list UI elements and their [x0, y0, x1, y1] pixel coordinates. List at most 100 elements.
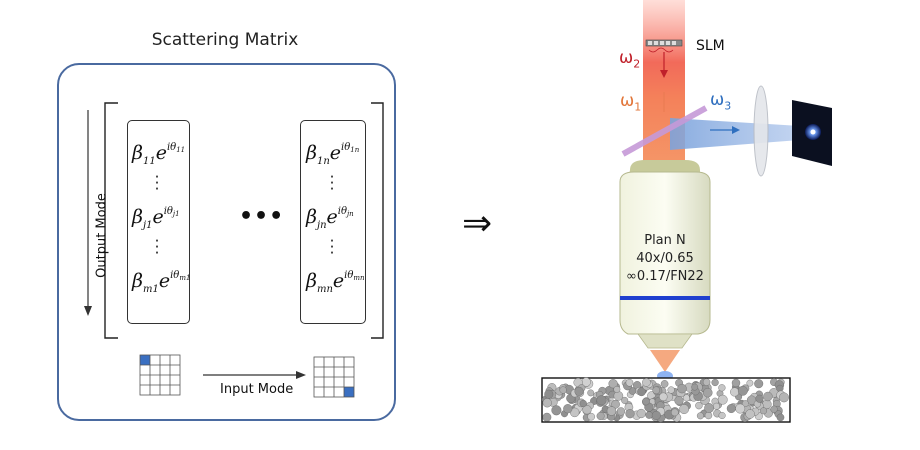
particle	[637, 387, 646, 397]
matrix-entry-jn: βjneiθjn	[306, 206, 354, 231]
particle	[596, 412, 605, 421]
objective-magnification: 40x/0.65	[636, 251, 694, 266]
particle	[746, 379, 754, 387]
particle	[636, 408, 646, 419]
matrix-graphics	[84, 102, 384, 398]
omega-3-subscript: 3	[724, 99, 732, 113]
vertical-ellipsis: ···	[154, 168, 160, 198]
objective-spec: ∞0.17/FN22	[626, 269, 704, 284]
particle	[702, 378, 711, 386]
particle	[611, 399, 620, 409]
particle	[776, 413, 785, 422]
omega-3-label: ω3	[710, 90, 731, 112]
input-grid-first	[139, 354, 181, 396]
input-mode-label: Input Mode	[220, 382, 294, 397]
focus-cone	[650, 350, 680, 372]
matrix-entry-mn: βmneiθmn	[306, 270, 365, 295]
input-axis-arrowhead	[296, 371, 306, 379]
particle	[741, 400, 749, 407]
particle	[677, 383, 687, 394]
particle	[703, 388, 713, 398]
particle	[563, 404, 573, 414]
omega-2-subscript: 2	[633, 57, 641, 71]
sample-particles	[541, 377, 789, 423]
particle	[770, 405, 778, 413]
particle	[645, 411, 653, 419]
particle	[691, 383, 699, 391]
particle	[745, 409, 755, 419]
tube-lens	[753, 85, 769, 177]
particle	[731, 378, 741, 388]
particle	[737, 385, 748, 396]
optical-setup	[541, 0, 832, 423]
matrix-entry-1n: β1neiθ1n	[306, 142, 360, 167]
particle	[704, 403, 715, 413]
matrix-entry-j1: βj1eiθj1	[132, 206, 180, 231]
particle	[621, 396, 629, 404]
matrix-column-last	[300, 120, 366, 324]
particle	[608, 379, 618, 389]
output-axis-arrowhead	[84, 306, 92, 316]
matrix-column-first	[127, 120, 190, 324]
omega-1-label: ω1	[620, 91, 641, 113]
objective-name: Plan N	[644, 233, 686, 248]
omega-2-label: ω2	[619, 48, 640, 70]
particle	[718, 384, 726, 392]
particle	[628, 387, 637, 395]
particle	[625, 409, 635, 419]
particle	[606, 406, 617, 416]
particle	[718, 412, 726, 420]
grid-highlight-cell	[140, 355, 150, 365]
particle	[674, 396, 684, 406]
particle	[582, 405, 592, 415]
matrix-entry-11: β11eiθ11	[132, 142, 186, 167]
particle	[625, 378, 634, 387]
slm-pixels	[648, 41, 676, 45]
particle	[712, 402, 720, 410]
particle	[696, 412, 704, 420]
particle	[542, 398, 552, 408]
objective-label: Plan N 40x/0.65 ∞0.17/FN22	[620, 232, 710, 286]
particle	[659, 392, 668, 401]
particle	[579, 399, 587, 408]
particle	[754, 379, 764, 389]
particle	[759, 407, 767, 415]
particle	[763, 391, 773, 402]
panel-title: Scattering Matrix	[151, 30, 299, 50]
implies-arrow: ⇒	[462, 203, 493, 244]
particle	[542, 412, 552, 422]
particle	[730, 387, 740, 397]
particle	[717, 394, 728, 405]
particle	[704, 411, 713, 420]
omega-1-subscript: 1	[634, 100, 642, 114]
emission-beam	[670, 118, 800, 150]
omega-3-symbol: ω	[710, 90, 725, 110]
omega-1-symbol: ω	[620, 91, 635, 111]
particle	[735, 403, 746, 414]
particle	[574, 386, 584, 396]
output-mode-label: Output Mode	[94, 193, 110, 278]
particle	[695, 401, 703, 410]
particle	[711, 378, 719, 387]
slm-label: SLM	[696, 38, 725, 54]
particle	[779, 392, 789, 403]
particle	[679, 404, 690, 414]
particle	[616, 407, 626, 416]
input-grid-last	[313, 356, 355, 398]
particle	[642, 397, 650, 406]
particle	[587, 389, 595, 397]
particle	[551, 405, 562, 416]
particle	[667, 386, 675, 394]
dichroic-mirror	[621, 105, 708, 157]
particle	[559, 386, 567, 394]
vertical-ellipsis: ···	[154, 232, 160, 262]
matrix-entry-m1: βm1eiθm1	[132, 270, 191, 295]
wavefront-line	[648, 47, 674, 53]
particle	[660, 380, 669, 388]
omega-2-symbol: ω	[619, 48, 634, 68]
particle	[652, 386, 660, 395]
particle	[544, 389, 554, 399]
vertical-ellipsis: ···	[329, 232, 335, 262]
particle	[613, 385, 621, 393]
left-bracket	[104, 102, 118, 339]
